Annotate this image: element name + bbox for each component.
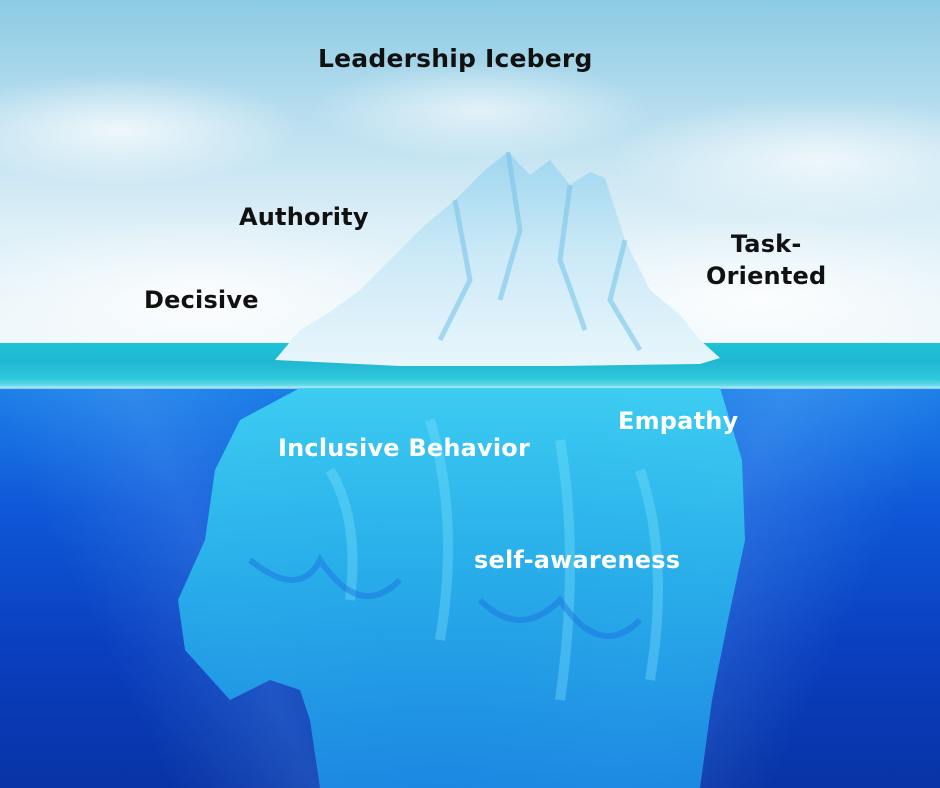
waterline	[0, 386, 940, 389]
page-title: Leadership Iceberg	[318, 44, 593, 73]
trait-task-line2: Oriented	[706, 262, 827, 291]
trait-decisive: Decisive	[144, 286, 259, 314]
trait-task-line1: Task-	[730, 230, 802, 258]
above-water-ice	[275, 152, 720, 366]
trait-authority: Authority	[239, 203, 369, 231]
submerged-ice	[178, 388, 745, 788]
trait-task-oriented: Task- Oriented	[706, 228, 826, 293]
trait-empathy: Empathy	[618, 407, 739, 435]
trait-self-awareness: self-awareness	[474, 546, 681, 574]
trait-inclusive-behavior: Inclusive Behavior	[278, 434, 530, 462]
